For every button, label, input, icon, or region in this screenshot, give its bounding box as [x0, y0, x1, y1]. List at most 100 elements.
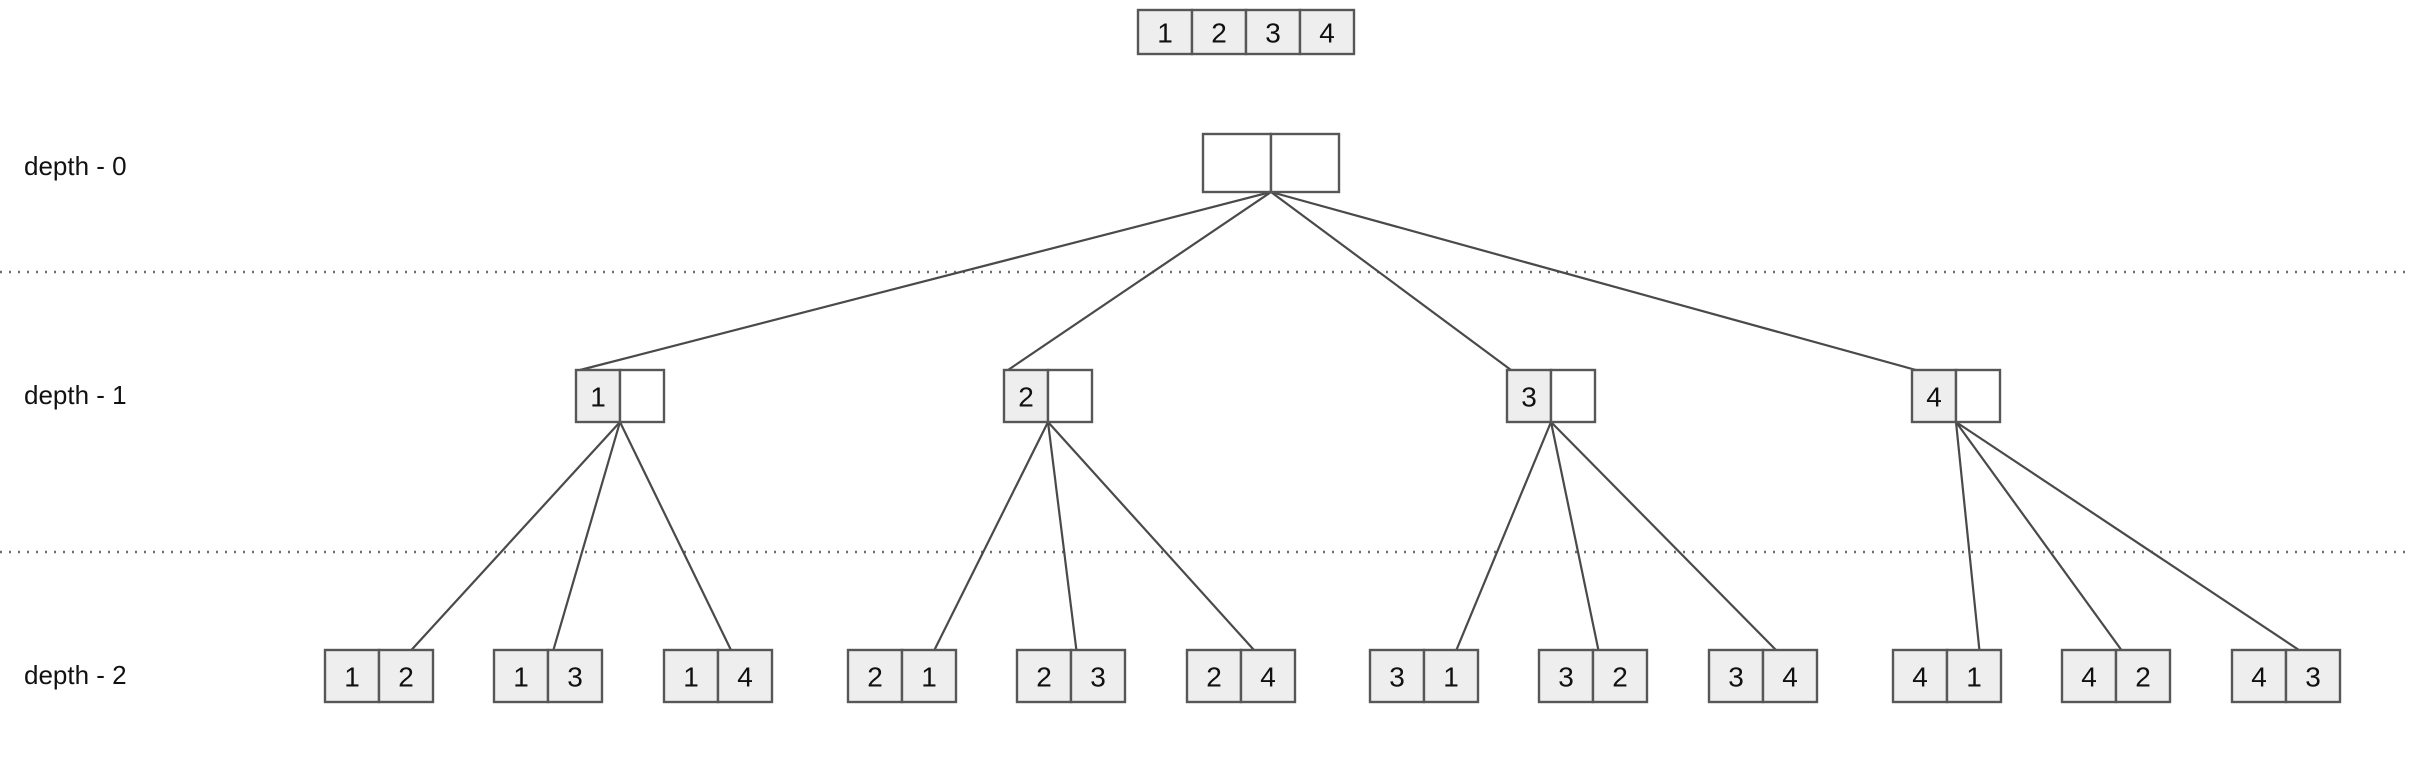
edge-node-1-to-node-1-4	[619, 421, 732, 651]
cell-filled[interactable]	[1015, 648, 1073, 704]
edge-root-to-node-1	[579, 190, 1272, 372]
cell-value: 4	[1926, 382, 1942, 413]
cell-filled[interactable]	[1185, 648, 1243, 704]
edge-root-to-node-3	[1270, 191, 1512, 371]
input-array-cell[interactable]	[1298, 8, 1356, 56]
edge-root-to-node-2	[1007, 191, 1272, 371]
cell-filled[interactable]	[546, 648, 604, 704]
cell-value: 3	[1389, 662, 1405, 693]
cell-value: 3	[2305, 662, 2321, 693]
cell-filled[interactable]	[1239, 648, 1297, 704]
depth-label-depth-0: depth - 0	[24, 151, 127, 181]
cell-empty[interactable]	[618, 368, 666, 424]
cell-filled[interactable]	[2060, 648, 2118, 704]
edge-node-2-to-node-2-1	[933, 421, 1049, 651]
cell-filled[interactable]	[2114, 648, 2172, 704]
depth-divider-lines	[0, 270, 2410, 554]
cell-value: 4	[1782, 662, 1798, 693]
edge-node-4-to-node-4-3	[1955, 421, 2300, 651]
edge-node-3-to-node-3-4	[1550, 421, 1777, 651]
cell-filled[interactable]	[2284, 648, 2342, 704]
cell-value: 2	[1206, 662, 1222, 693]
cell-filled[interactable]	[900, 648, 958, 704]
input-array-cell-value: 2	[1211, 18, 1227, 49]
cell-filled[interactable]	[1591, 648, 1649, 704]
cell-value: 1	[1443, 662, 1459, 693]
cell-empty[interactable]	[1046, 368, 1094, 424]
depth-label-depth-1: depth - 1	[24, 380, 127, 410]
depth-label-depth-2: depth - 2	[24, 660, 127, 690]
cell-filled[interactable]	[1910, 368, 1958, 424]
cell-value: 3	[1521, 382, 1537, 413]
cell-filled[interactable]	[1945, 648, 2003, 704]
node-node-1[interactable]: 1	[574, 368, 666, 424]
node-node-3[interactable]: 3	[1505, 368, 1597, 424]
cell-value: 2	[1018, 382, 1034, 413]
cell-filled[interactable]	[716, 648, 774, 704]
edge-root-to-node-4	[1270, 190, 1917, 372]
tree-edges	[410, 190, 2300, 651]
cell-value: 4	[2081, 662, 2097, 693]
depth-label-group: depth - 0 depth - 1 depth - 2	[24, 151, 127, 690]
cell-value: 1	[344, 662, 360, 693]
cell-value: 1	[590, 382, 606, 413]
cell-filled[interactable]	[1422, 648, 1480, 704]
cell-filled[interactable]	[1002, 368, 1050, 424]
cell-value: 3	[1090, 662, 1106, 693]
cell-value: 3	[567, 662, 583, 693]
cell-value: 1	[513, 662, 529, 693]
cell-value: 4	[2251, 662, 2267, 693]
cell-filled[interactable]	[1537, 648, 1595, 704]
edge-node-3-to-node-3-1	[1455, 421, 1553, 651]
edge-node-4-to-node-4-1	[1954, 421, 1981, 651]
cell-empty[interactable]	[1954, 368, 2002, 424]
edge-node-1-to-node-1-3	[552, 421, 622, 651]
cell-value: 1	[921, 662, 937, 693]
cell-filled[interactable]	[1891, 648, 1949, 704]
cell-value: 2	[2135, 662, 2151, 693]
input-array-cell-value: 4	[1319, 18, 1335, 49]
cell-value: 1	[1966, 662, 1982, 693]
cell-empty[interactable]	[1201, 132, 1273, 194]
cell-value: 2	[867, 662, 883, 693]
edge-node-1-to-node-1-2	[410, 421, 621, 651]
cell-value: 4	[1912, 662, 1928, 693]
cell-empty[interactable]	[1549, 368, 1597, 424]
cell-value: 3	[1558, 662, 1574, 693]
cell-value: 2	[1612, 662, 1628, 693]
edge-node-3-to-node-3-2	[1549, 421, 1600, 651]
cell-value: 1	[683, 662, 699, 693]
cell-filled[interactable]	[1761, 648, 1819, 704]
node-root[interactable]	[1201, 132, 1341, 194]
input-array[interactable]: 1 2 3 4	[1136, 8, 1356, 56]
node-node-2[interactable]: 2	[1002, 368, 1094, 424]
cell-filled[interactable]	[1069, 648, 1127, 704]
cell-value: 2	[398, 662, 414, 693]
cell-filled[interactable]	[2230, 648, 2288, 704]
cell-empty[interactable]	[1269, 132, 1341, 194]
cell-value: 4	[737, 662, 753, 693]
node-node-4[interactable]: 4	[1910, 368, 2002, 424]
input-array-cell-value: 1	[1157, 18, 1173, 49]
cell-value: 2	[1036, 662, 1052, 693]
cell-filled[interactable]	[377, 648, 435, 704]
cell-value: 4	[1260, 662, 1276, 693]
edge-node-2-to-node-2-3	[1046, 421, 1078, 651]
input-array-cell-value: 3	[1265, 18, 1281, 49]
cell-value: 3	[1728, 662, 1744, 693]
